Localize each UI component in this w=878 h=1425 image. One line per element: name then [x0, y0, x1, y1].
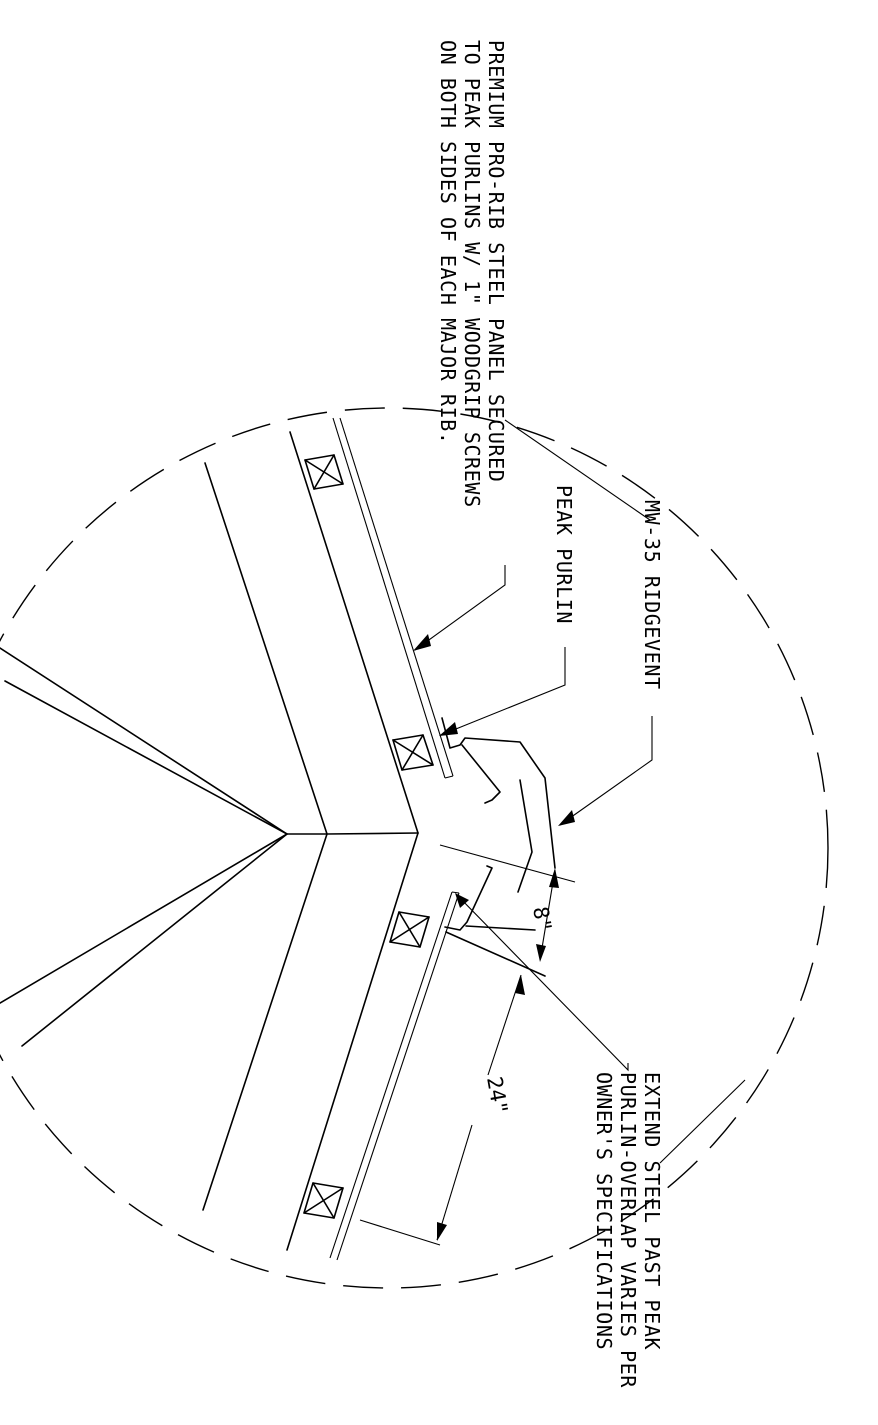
- panel-note: PREMIUM PRO-RIB STEEL PANEL SECURED TO P…: [436, 40, 508, 508]
- extend-note-line1: EXTEND STEEL PAST PEAK: [640, 1072, 664, 1350]
- panel-note-line1: PREMIUM PRO-RIB STEEL PANEL SECURED: [484, 40, 508, 482]
- dimension-8in: 8": [528, 905, 556, 934]
- purlin-block-upper-left: [304, 454, 344, 490]
- arrowheads: [413, 634, 575, 1241]
- purlin-block-peak-right: [389, 911, 430, 948]
- peak-purlin-note: PEAK PURLIN: [552, 485, 576, 624]
- ridgevent-note: MW-35 RIDGEVENT: [640, 500, 664, 690]
- truss-framing: [0, 431, 419, 1251]
- detail-boundary-circle: [0, 407, 829, 1289]
- dimension-24in: 24": [482, 1075, 512, 1117]
- extend-note-line2: PURLIN-OVERLAP VARIES PER: [616, 1072, 640, 1388]
- purlin-blocks: [303, 454, 434, 1219]
- steel-roof-panels: [329, 417, 460, 1261]
- panel-note-line2: TO PEAK PURLINS W/ 1" WOODGRIP SCREWS: [460, 40, 484, 508]
- ridgevent-profile: [441, 717, 556, 931]
- panel-note-line3: ON BOTH SIDES OF EACH MAJOR RIB.: [436, 40, 460, 445]
- extend-note: EXTEND STEEL PAST PEAK PURLIN-OVERLAP VA…: [592, 1072, 664, 1388]
- extend-note-line3: OWNER'S SPECIFICATIONS: [592, 1072, 616, 1350]
- purlin-block-lower-right: [303, 1182, 344, 1219]
- purlin-block-peak-left: [392, 734, 434, 771]
- leader-lines: [414, 419, 746, 1164]
